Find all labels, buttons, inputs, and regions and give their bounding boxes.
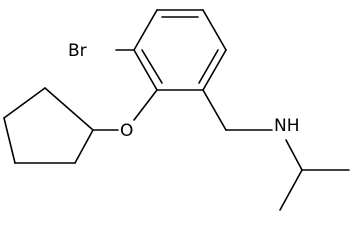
cyclopentane-bond-5 (44, 87, 94, 131)
ring-bond-c2-c3 (202, 9, 227, 51)
ring-double-bond-right (198, 49, 219, 84)
ring-bond-c3-c4 (202, 49, 227, 91)
bromine-label: Br (68, 41, 87, 61)
oxygen-label: O (120, 121, 133, 141)
ring-bond-c5-c6 (133, 49, 158, 91)
molecule-structure: Br O NH (3, 9, 350, 211)
ring-bond-c6-c1 (133, 9, 158, 51)
cyclopentane-bond-1 (74, 129, 94, 164)
cyclopentane-bond-4 (3, 87, 46, 119)
cyclopentane-ring (3, 87, 94, 164)
bond-n-ch (285, 139, 303, 171)
nitrogen-label: NH (274, 116, 300, 136)
bond-c-o (133, 89, 158, 121)
ring-double-bond-left (141, 49, 163, 84)
bond-ch-methyl-2 (279, 169, 303, 211)
hydrogen-symbol: H (287, 116, 300, 136)
benzene-ring (133, 9, 227, 91)
cyclopentane-bond-3 (3, 117, 16, 164)
nitrogen-symbol: N (274, 116, 287, 136)
bond-ring-ch2 (202, 89, 227, 131)
